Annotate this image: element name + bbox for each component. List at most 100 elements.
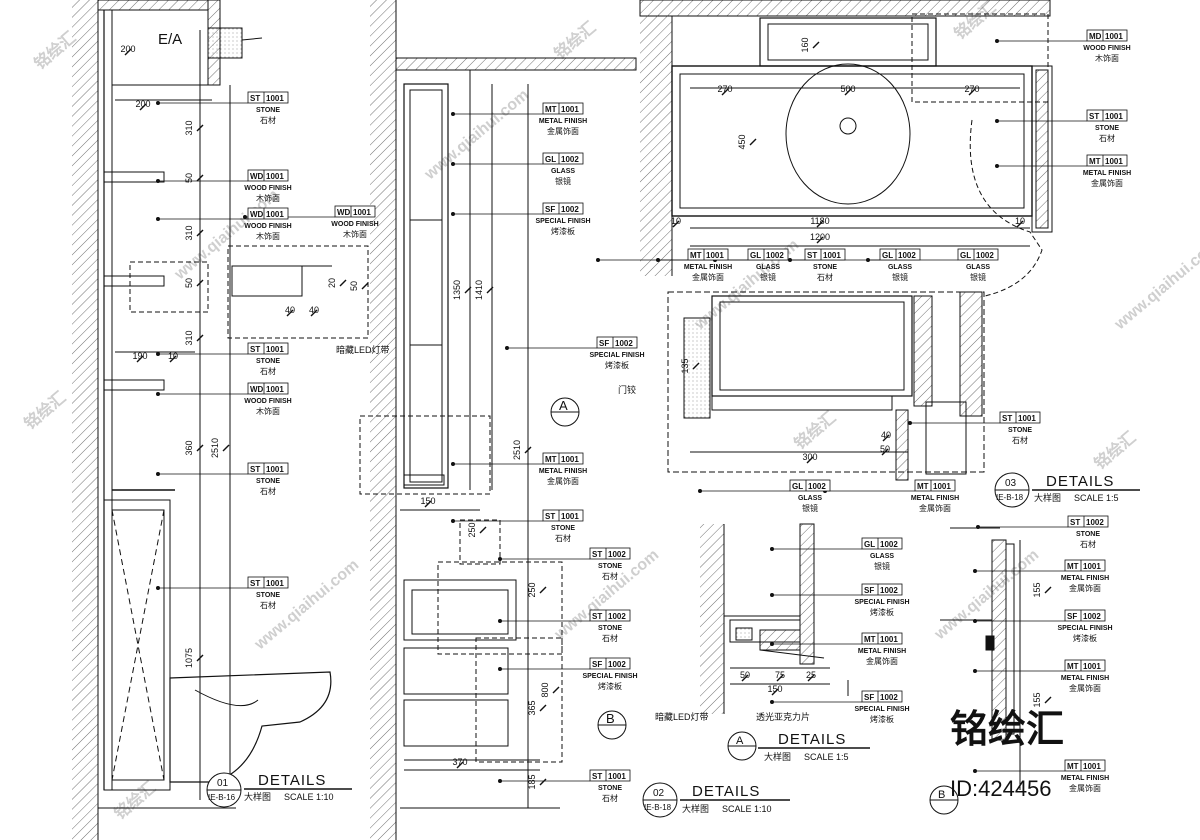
tag-english: STONE [256,478,280,485]
tag-chinese: 金属饰面 [866,656,898,666]
tag-chinese: 银镜 [874,561,890,571]
leader-dot [973,619,978,624]
dimension-tick [968,88,976,96]
dimension-label: 270 [717,84,732,94]
tag-english: GLASS [551,168,575,175]
svg-text:DETAILS: DETAILS [258,772,326,789]
dimension-tick [139,103,147,111]
tag-english: SPECIAL FINISH [535,218,590,225]
tag-chinese: 烤漆板 [605,360,629,370]
brand-id: ID:424456 [950,776,1052,801]
tag-number: 1002 [898,251,916,260]
dimension-label: 1350 [452,280,462,300]
tag-english: METAL FINISH [858,648,906,655]
leader-dot [155,391,160,396]
tag-chinese: 金属饰面 [1069,783,1101,793]
svg-text:02: 02 [653,788,665,799]
dimension-label: 50 [740,670,750,680]
dimension-tick [456,761,464,769]
tag-english: METAL FINISH [539,118,587,125]
tag-number: 1001 [266,94,284,103]
tag-chinese: 金属饰面 [1091,178,1123,188]
tag-chinese: 石材 [260,115,276,125]
dimension-tick [816,220,824,228]
dimension-tick [1016,220,1024,228]
dimension-tick [749,138,757,146]
dimension-tick [882,434,890,442]
dimension-tick [524,446,532,454]
dimension-label: 1200 [810,232,830,242]
leader-dot [497,619,502,624]
dimension-label: 190 [132,351,147,361]
tag-english: STONE [256,107,280,114]
dimension-tick [1044,696,1052,704]
section-markers: E/A A B [158,31,627,740]
watermark-text: www.qiaihui.com [1111,236,1200,333]
watermark-text: 铭绘汇 [550,18,599,63]
dimension-label: 40 [881,430,891,440]
leader-dot [770,547,775,552]
dimension-label: 50 [880,444,890,454]
tag-number: 1001 [266,172,284,181]
leader-dot [770,593,775,598]
tag-code: MT [1089,157,1101,166]
detail-title-03: 03 IE-B-18 DETAILS 大样图 SCALE 1:5 [994,472,1140,508]
tag-english: WOOD FINISH [244,223,291,230]
tag-code: ST [250,465,260,474]
detail-a-drawing [700,523,849,714]
tag-number: 1002 [608,660,626,669]
tag-code: ST [1070,518,1080,527]
dimension-tick [196,174,204,182]
tag-number: 1001 [933,482,951,491]
dimension-label: 250 [467,522,477,537]
dimension-label: 370 [452,757,467,767]
svg-text:01: 01 [217,778,229,789]
dimension-label: 310 [184,330,194,345]
dimension-label: 75 [775,670,785,680]
leader-dot [995,39,1000,44]
dimension-tick [310,309,318,317]
leader-dot [770,642,775,647]
tag-code: WD [250,210,264,219]
callout-led-2: 暗藏LED灯带 [655,711,709,722]
tag-code: ST [807,251,817,260]
leader-dot [504,345,509,350]
callout-hinge: 门铰 [618,384,636,395]
watermark-text: www.qiaihui.com [421,86,532,183]
dimension-tick [424,500,432,508]
dimension-tick [812,41,820,49]
dimension-tick [881,448,889,456]
svg-text:大样图: 大样图 [244,791,271,802]
dimension-label: 365 [527,700,537,715]
dimension-label: 2510 [210,438,220,458]
svg-text:大样图: 大样图 [682,803,709,814]
tag-chinese: 金属饰面 [1069,583,1101,593]
detail-title-b: B [929,785,959,815]
tag-code: GL [882,251,893,260]
tag-chinese: 石材 [1012,435,1028,445]
leader-dot [497,667,502,672]
tag-chinese: 烤漆板 [1073,633,1097,643]
leader-dot [450,461,455,466]
callout-notes: 暗藏LED灯带 暗藏LED灯带 透光亚克力片 门铰 [336,344,810,722]
tag-code: SF [864,693,874,702]
dimension-label: 25 [806,670,816,680]
tag-code: WD [250,385,264,394]
tag-english: GLASS [798,495,822,502]
tag-code: ST [592,550,602,559]
